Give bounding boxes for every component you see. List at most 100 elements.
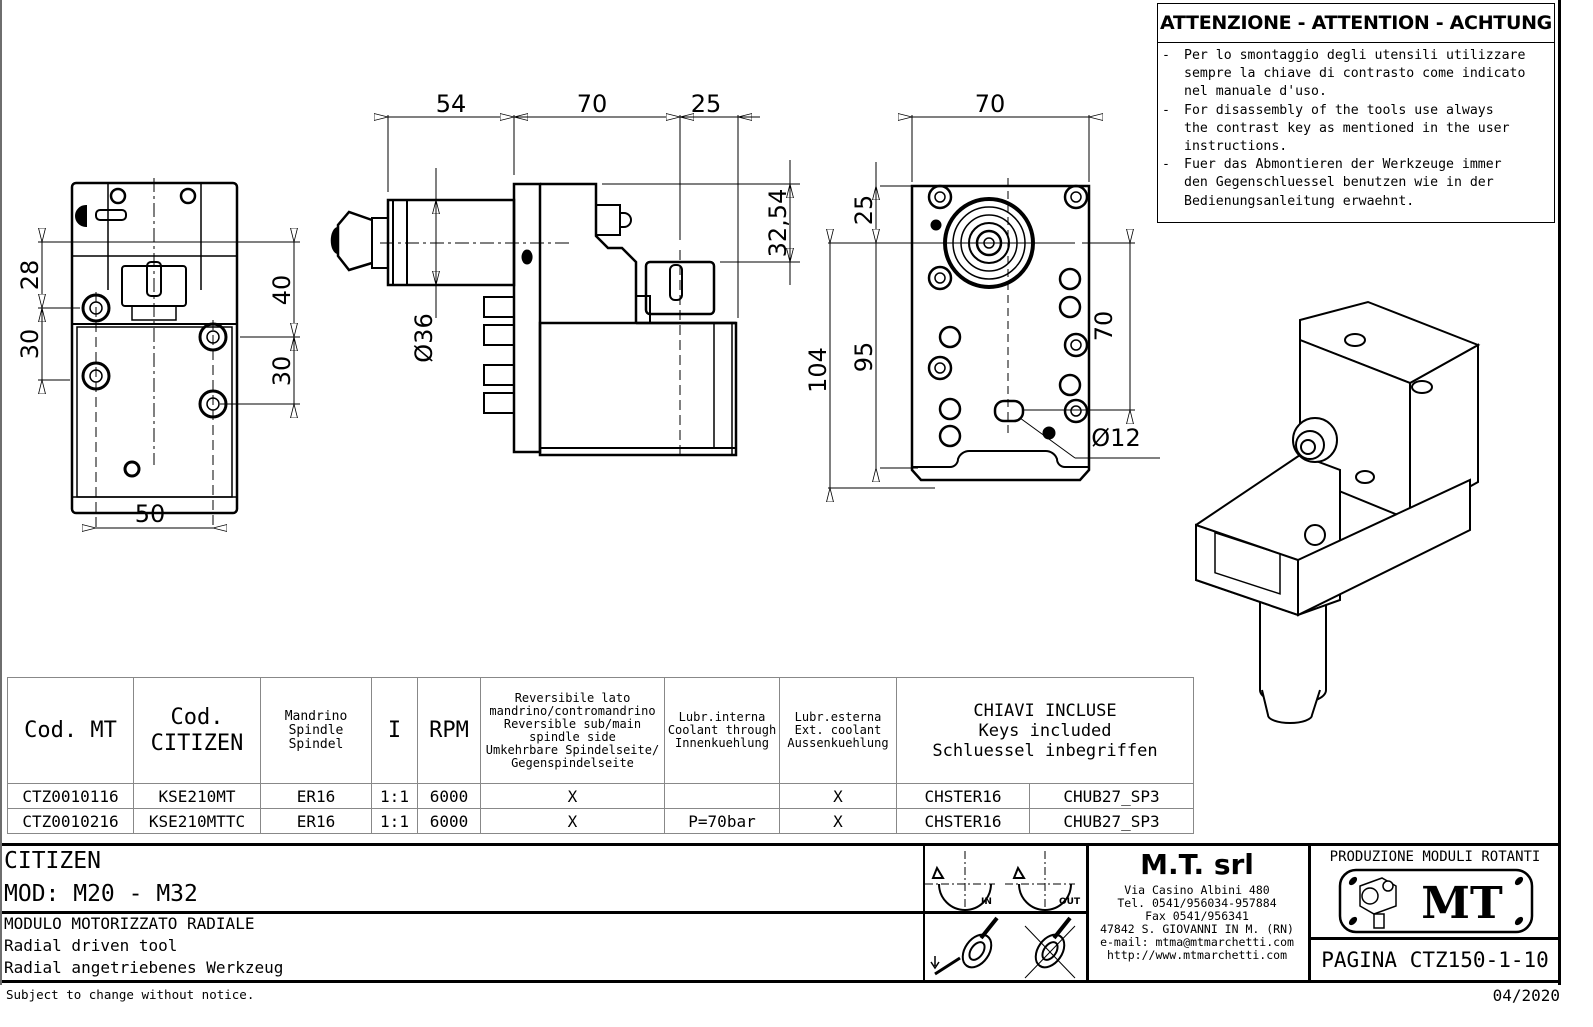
divider — [1311, 937, 1561, 940]
dim-104: 104 — [804, 347, 832, 393]
attention-line: sempre la chiave di contrasto come indic… — [1184, 66, 1526, 82]
header-line: Mandrino — [284, 708, 348, 724]
header-line: Ext. coolant — [794, 723, 882, 737]
header-cod-mt: Cod. MT — [7, 677, 134, 784]
cell-key1: CHSTER16 — [896, 808, 1030, 834]
dim-95: 95 — [850, 342, 878, 373]
dim-d36: Ø36 — [410, 313, 438, 362]
table-row: CTZ0010216 KSE210MTTC ER16 1:1 6000 X P=… — [7, 808, 1194, 834]
header-line: Schluessel inbegriffen — [932, 740, 1158, 761]
header-line: Spindle — [288, 722, 344, 738]
phone-line: Tel. 0541/956034-957884 — [1117, 896, 1277, 910]
fax-line: Fax 0541/956341 — [1145, 909, 1249, 923]
attention-line: the contrast key as mentioned in the use… — [1184, 120, 1510, 136]
attention-line: instructions. — [1184, 139, 1288, 155]
frame-border-right — [1558, 0, 1561, 985]
cell-ratio: 1:1 — [371, 808, 418, 834]
header-line: mandrino/contromandrino — [489, 703, 656, 718]
technical-drawing: 28 30 40 30 50 — [16, 90, 1481, 724]
production-label: PRODUZIONE MODULI ROTANTI — [1329, 849, 1541, 865]
cell-cod-citizen: KSE210MT — [133, 783, 261, 809]
screw-icon — [109, 187, 127, 205]
dim-70-rear: 70 — [975, 90, 1006, 118]
rear-view — [828, 115, 1160, 488]
cell-mandrino: ER16 — [260, 783, 372, 809]
description-de: Radial angetriebenes Werkzeug — [4, 958, 284, 977]
header-line: CHIAVI INCLUSE — [973, 700, 1117, 721]
city-line: 47842 S. GIOVANNI IN M. (RN) — [1100, 922, 1294, 936]
dim-d12: Ø12 — [1091, 424, 1140, 452]
header-line: Reversible sub/main — [503, 716, 642, 731]
attention-text: -Per lo smontaggio degli utensili utiliz… — [1162, 48, 1526, 209]
model-label: MOD: M20 - M32 — [4, 881, 198, 907]
cell-rpm: 6000 — [417, 783, 481, 809]
header-line: Lubr.interna — [678, 710, 766, 724]
logo-text: MT — [1421, 878, 1503, 929]
attention-box: ATTENZIONE - ATTENTION - ACHTUNG -Per lo… — [1157, 3, 1555, 223]
header-line: Reversibile lato — [514, 690, 631, 705]
front-view — [38, 178, 300, 530]
attention-line: Per lo smontaggio degli utensili utilizz… — [1184, 48, 1526, 63]
dim-30-right: 30 — [268, 356, 296, 387]
cell-key1: CHSTER16 — [896, 783, 1030, 809]
header-line: spindle side — [529, 729, 616, 744]
header-rpm: RPM — [417, 677, 481, 784]
isometric-view — [1195, 300, 1481, 724]
website-line: http://www.mtmarchetti.com — [1106, 948, 1287, 962]
divider — [925, 911, 1086, 914]
dim-28: 28 — [16, 260, 44, 291]
description-en: Radial driven tool — [4, 936, 178, 955]
cell-reversible: X — [480, 783, 665, 809]
header-line: Innenkuehlung — [675, 736, 769, 750]
revision-date: 04/2020 — [1492, 986, 1560, 1005]
dim-25-side: 25 — [691, 90, 722, 118]
wrench-incorrect-icon — [1024, 916, 1076, 979]
logo-module-icon — [1359, 877, 1397, 929]
header-line: Aussenkuehlung — [787, 736, 889, 750]
dim-70-side: 70 — [577, 90, 608, 118]
frame-border-left — [0, 0, 2, 985]
dim-50: 50 — [135, 500, 166, 528]
header-line: Gegenspindelseite — [511, 755, 634, 770]
divider — [2, 911, 923, 914]
header-cod-citizen: Cod.CITIZEN — [133, 677, 261, 784]
dim-70-right: 70 — [1090, 311, 1118, 342]
rotation-icons — [925, 851, 1076, 979]
rotation-in-label: IN — [981, 897, 992, 907]
cell-mandrino: ER16 — [260, 808, 372, 834]
cell-cod-citizen: KSE210MTTC — [133, 808, 261, 834]
cell-cod-mt: CTZ0010116 — [7, 783, 134, 809]
rotation-in-icon — [925, 851, 995, 911]
header-line: Umkehrbare Spindelseite/ — [485, 742, 660, 757]
attention-line: Bedienungsanleitung erwaehnt. — [1184, 193, 1415, 209]
attention-title: ATTENZIONE - ATTENTION - ACHTUNG — [1158, 4, 1554, 43]
header-line: Lubr.esterna — [794, 710, 882, 724]
header-line: Keys included — [978, 720, 1112, 741]
description-it: MODULO MOTORIZZATO RADIALE — [4, 914, 255, 933]
company-name: M.T. srl — [1140, 848, 1254, 881]
dim-40: 40 — [268, 275, 296, 306]
cell-reversible: X — [480, 808, 665, 834]
cell-lubr-interna: P=70bar — [664, 808, 780, 834]
brand-label: CITIZEN — [4, 848, 101, 874]
address-line: Via Casino Albini 480 — [1124, 883, 1270, 897]
rear-body-outline — [910, 184, 1091, 482]
header-line: Spindel — [288, 736, 344, 752]
header-line: CITIZEN — [150, 730, 244, 756]
attention-line: Fuer das Abmontieren der Werkzeuge immer — [1184, 157, 1502, 173]
page-number: PAGINA CTZ150-1-10 — [1321, 948, 1549, 972]
side-view — [330, 115, 800, 457]
divider — [1086, 843, 1089, 983]
email-line: e-mail: mtma@mtmarchetti.com — [1100, 935, 1294, 949]
rotation-out-icon — [1005, 851, 1075, 911]
header-ratio: I — [371, 677, 418, 784]
cell-lubr-esterna: X — [779, 783, 897, 809]
footer-notice: Subject to change without notice. — [6, 987, 255, 1002]
attention-line: nel manuale d'uso. — [1184, 84, 1327, 100]
